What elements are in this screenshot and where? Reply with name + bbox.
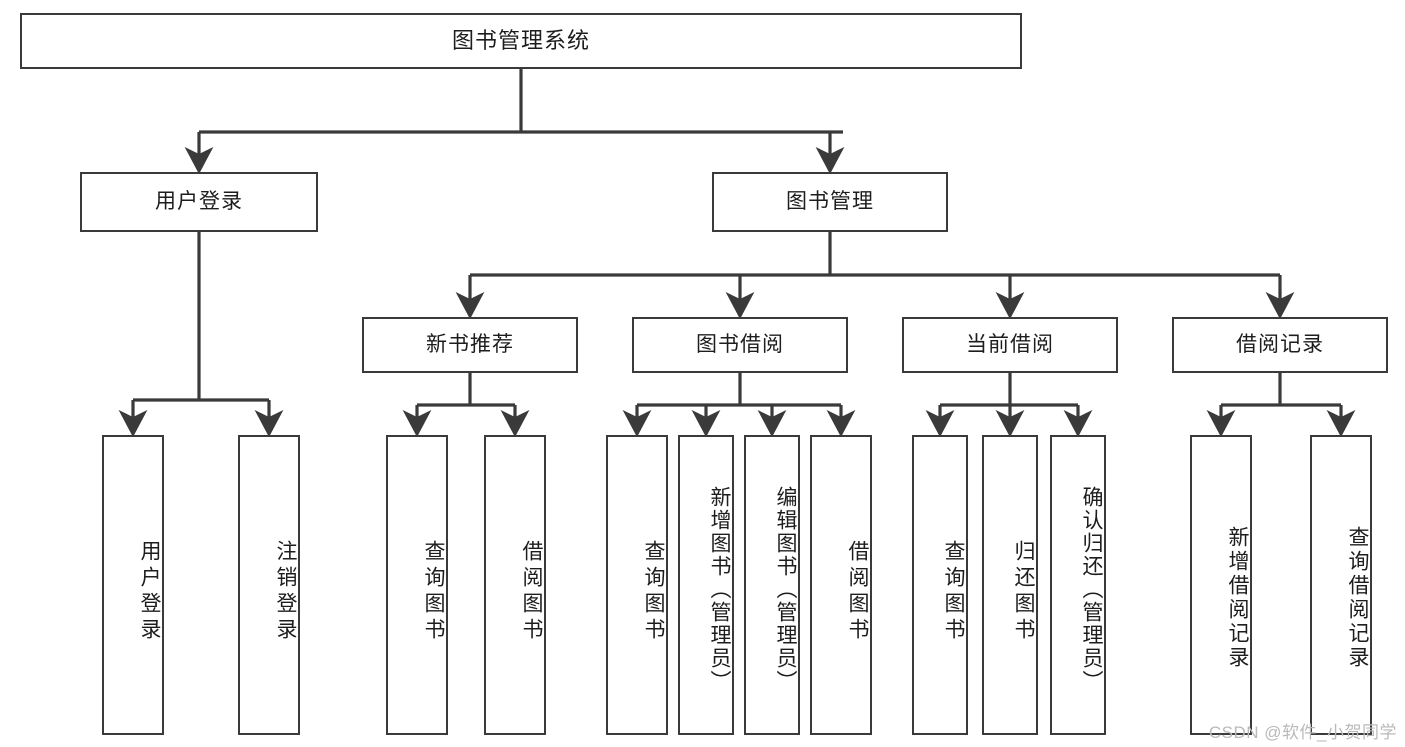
node-leaf-add-book-admin[interactable]: 新增图书（管理员） [678,435,734,735]
node-label: 查询借阅记录 [1346,526,1369,670]
node-label: 借阅图书 [520,540,543,644]
node-leaf-query-book-borrow[interactable]: 查询图书 [606,435,668,735]
node-label: 当前借阅 [966,333,1054,357]
node-new-book-recommendation[interactable]: 新书推荐 [362,317,578,373]
node-label: 借阅图书 [846,540,869,644]
node-label: 确认归还（管理员） [1080,485,1103,693]
node-label: 用户登录 [138,540,161,644]
node-leaf-query-book-current[interactable]: 查询图书 [912,435,968,735]
node-leaf-user-login[interactable]: 用户登录 [102,435,164,735]
node-root-book-management-system[interactable]: 图书管理系统 [20,13,1022,69]
node-label: 注销登录 [274,540,297,644]
node-leaf-confirm-return-admin[interactable]: 确认归还（管理员） [1050,435,1106,735]
csdn-watermark: CSDN @软件_小贺同学 [1208,723,1397,742]
node-leaf-logout[interactable]: 注销登录 [238,435,300,735]
node-leaf-borrow-book-borrow[interactable]: 借阅图书 [810,435,872,735]
node-label: 图书管理 [786,190,874,214]
node-label: 编辑图书（管理员） [774,485,797,693]
node-label: 查询图书 [422,540,445,644]
node-leaf-query-borrow-record[interactable]: 查询借阅记录 [1310,435,1372,735]
node-book-management[interactable]: 图书管理 [712,172,948,232]
node-label: 新增借阅记录 [1226,526,1249,670]
node-leaf-add-borrow-record[interactable]: 新增借阅记录 [1190,435,1252,735]
node-current-borrowing[interactable]: 当前借阅 [902,317,1118,373]
node-label: 图书管理系统 [451,27,590,53]
node-label: 新书推荐 [426,333,514,357]
node-label: 新增图书（管理员） [708,485,731,693]
node-label: 查询图书 [642,540,665,644]
node-user-login[interactable]: 用户登录 [80,172,318,232]
node-leaf-borrow-book-newbook[interactable]: 借阅图书 [484,435,546,735]
node-borrowing-record[interactable]: 借阅记录 [1172,317,1388,373]
node-book-borrowing[interactable]: 图书借阅 [632,317,848,373]
node-label: 用户登录 [155,190,243,214]
node-leaf-edit-book-admin[interactable]: 编辑图书（管理员） [744,435,800,735]
node-label: 归还图书 [1012,540,1035,644]
node-label: 借阅记录 [1236,333,1324,357]
node-label: 图书借阅 [696,333,784,357]
node-leaf-return-book[interactable]: 归还图书 [982,435,1038,735]
node-leaf-query-book-newbook[interactable]: 查询图书 [386,435,448,735]
node-label: 查询图书 [942,540,965,644]
